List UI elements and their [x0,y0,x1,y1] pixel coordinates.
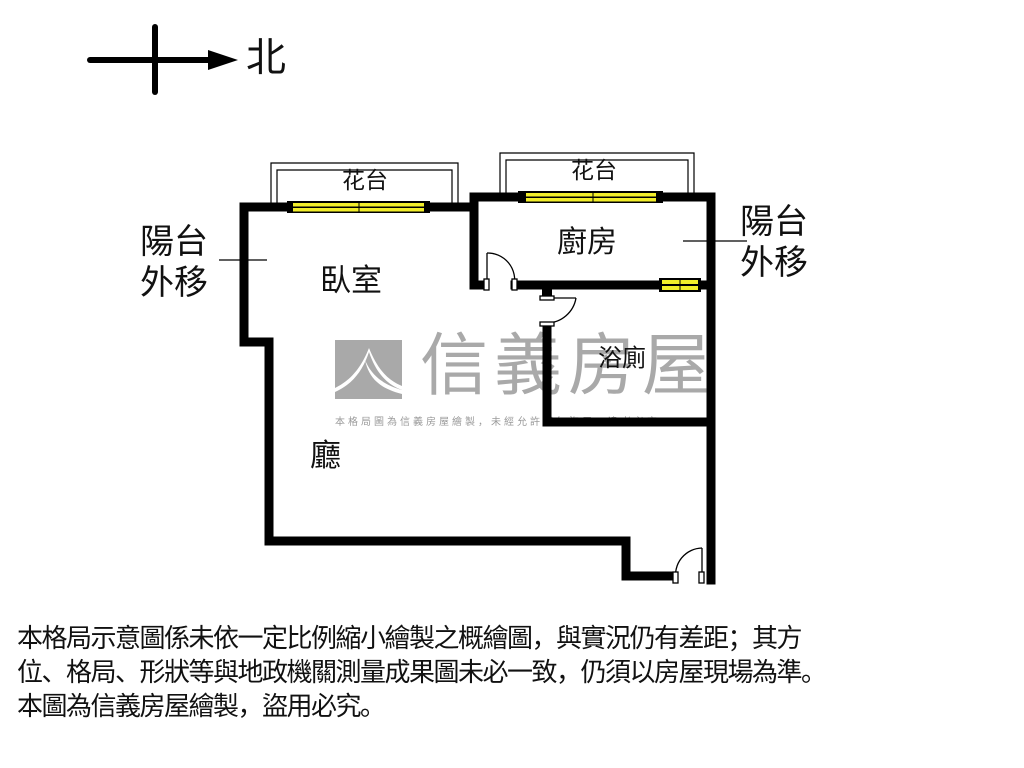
planter-right-outline [499,152,695,195]
disclaimer-line-2: 位、格局、形狀等與地政機關測量成果圖未必一致，仍須以房屋現場為準。 [17,658,827,688]
disclaimer-line-3: 本圖為信義房屋繪製，盜用必究。 [17,692,386,722]
window-bedroom [287,201,430,213]
sinyi-logo-icon [335,340,402,399]
disclaimer: 本格局示意圖係未依一定比例縮小繪製之概繪圖，與實況仍有差距；其方 位、格局、形狀… [17,622,1017,724]
balcony-note-left: 陽台 外移 [140,222,208,304]
room-label-kitchen: 廚房 [557,225,617,260]
room-label-living-room: 廳 [310,438,341,474]
balcony-note-right-line2: 外移 [740,243,808,283]
planter-right-label: 花台 [571,158,617,184]
planter-left-outline [270,162,459,205]
door-entrance [672,547,705,584]
door-bathroom [539,285,577,327]
disclaimer-line-1: 本格局示意圖係未依一定比例縮小繪製之概繪圖，與實況仍有差距；其方 [17,624,803,654]
door-kitchen [483,252,518,291]
north-arrow-icon [87,24,238,95]
compass-north-label: 北 [246,35,286,81]
floor-plan [87,24,747,585]
window-kitchen [518,191,663,203]
window-kitchen-bath [659,278,701,292]
balcony-note-left-line1: 陽台 [140,222,208,262]
watermark-brand: 信義房屋 [420,327,717,406]
balcony-note-left-line2: 外移 [140,263,208,303]
planter-left-label: 花台 [342,168,388,194]
room-label-bedroom: 臥室 [320,263,382,299]
room-label-bathroom: 浴廁 [598,344,646,372]
balcony-note-right-line1: 陽台 [740,202,808,242]
balcony-note-right: 陽台 外移 [740,202,808,284]
watermark-notice: 本格局圖為信義房屋繪製，未經允許請勿盜用，違者必究 [335,417,660,428]
